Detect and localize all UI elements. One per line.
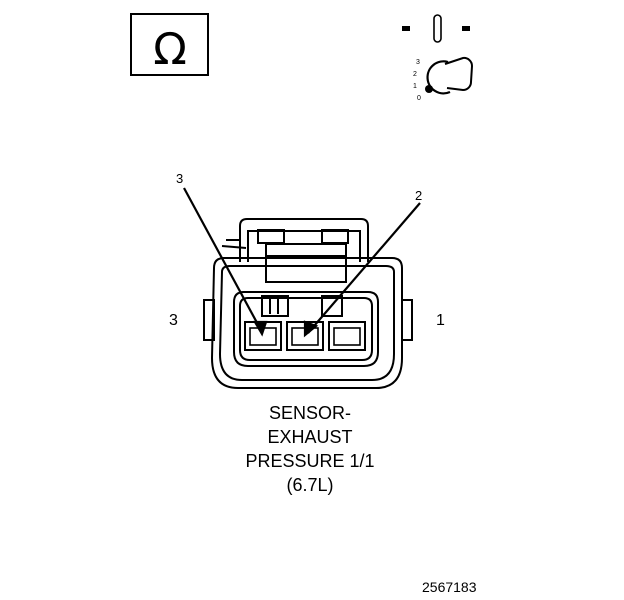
cavity-side-label-left: 3 xyxy=(169,312,178,329)
connector-caption: SENSOR- EXHAUST PRESSURE 1/1 (6.7L) xyxy=(200,401,420,497)
ignition-position-0: 0 xyxy=(417,95,421,102)
probe-leaders xyxy=(183,187,421,338)
caption-line-4: (6.7L) xyxy=(286,475,334,495)
probe-line-3 xyxy=(183,187,263,333)
probe-line-2 xyxy=(307,202,421,334)
figure-number: 2567183 xyxy=(422,579,477,595)
probe-label-2: 2 xyxy=(415,188,422,203)
ignition-key-off-icon: 3 2 1 0 xyxy=(402,14,474,102)
caption-line-1: SENSOR- xyxy=(268,403,351,423)
ignition-position-2: 2 xyxy=(413,71,417,78)
caption-line-2: EXHAUST xyxy=(267,427,353,447)
probe-label-3: 3 xyxy=(176,171,183,186)
caption-line-3: PRESSURE 1/1 xyxy=(245,451,375,471)
cavity-side-label-right: 1 xyxy=(436,312,445,329)
ohm-symbol: Ω xyxy=(153,24,187,75)
ignition-position-1: 1 xyxy=(413,83,417,90)
ignition-position-3: 3 xyxy=(416,59,420,66)
connector-body xyxy=(203,218,413,389)
ohmmeter-icon: Ω xyxy=(130,13,209,76)
